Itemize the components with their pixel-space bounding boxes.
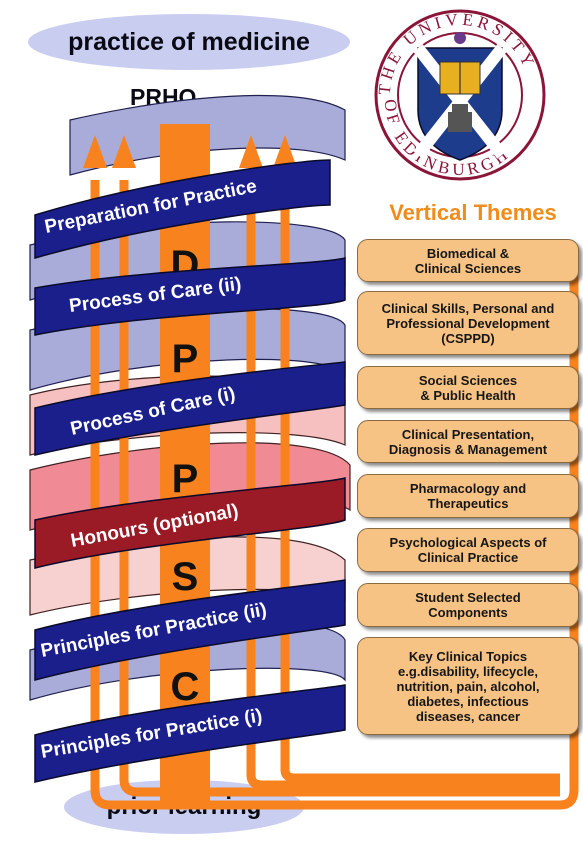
arrow-heads xyxy=(83,135,297,168)
band-honours xyxy=(34,477,346,569)
theme-psychological: Psychological Aspects of Clinical Practi… xyxy=(357,528,579,572)
csppd-spine xyxy=(160,124,210,804)
theme-pharmacology: Pharmacology and Therapeutics xyxy=(357,474,579,518)
theme-social-sciences: Social Sciences & Public Health xyxy=(357,366,579,409)
theme-student-selected: Student Selected Components xyxy=(357,583,579,627)
vertical-themes-title: Vertical Themes xyxy=(389,200,557,225)
svg-text:P: P xyxy=(172,337,199,381)
university-seal-logo: THE UNIVERSITY OF EDINBURGH xyxy=(374,9,546,181)
band-principles-i xyxy=(34,684,346,783)
svg-text:S: S xyxy=(172,555,199,599)
spiral-front-bands xyxy=(34,159,346,783)
svg-text:C: C xyxy=(171,665,200,709)
band-process-ii xyxy=(34,257,346,336)
theme-clinical-presentation: Clinical Presentation, Diagnosis & Manag… xyxy=(357,420,579,463)
band-process-i xyxy=(34,361,346,456)
svg-text:P: P xyxy=(172,457,199,501)
practice-of-medicine-label: practice of medicine xyxy=(28,14,350,70)
theme-key-clinical-topics: Key Clinical Topics e.g.disability, life… xyxy=(357,637,579,735)
theme-csppd: Clinical Skills, Personal and Profession… xyxy=(357,291,579,355)
theme-biomedical: Biomedical & Clinical Sciences xyxy=(357,239,579,282)
band-preparation xyxy=(34,159,331,259)
band-principles-ii xyxy=(34,579,346,681)
